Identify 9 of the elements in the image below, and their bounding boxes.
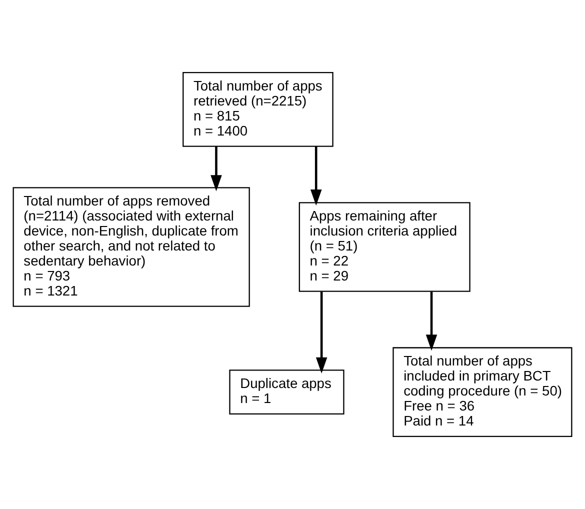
node-box: Total number of apps included in primary BCT coding procedure (n = 50) Free n = 36 Paid n = 14 (392, 347, 572, 437)
node-box: Total number of apps retrieved (n=2215) n = 815 n = 1400 (182, 72, 334, 147)
arrow (210, 146, 222, 192)
node-box: Total number of apps removed (n=2114) (associated with external device, non-English, duplicate from other search, and not related to sedentary behavior) n = 793 n = 1321 (12, 187, 250, 307)
arrow (426, 292, 438, 351)
arrow (310, 146, 322, 206)
node-box: Apps remaining after inclusion criteria applied (n = 51) n = 22 n = 29 (298, 202, 470, 292)
node-box: Duplicate apps n = 1 (229, 370, 344, 415)
arrow (316, 292, 328, 374)
